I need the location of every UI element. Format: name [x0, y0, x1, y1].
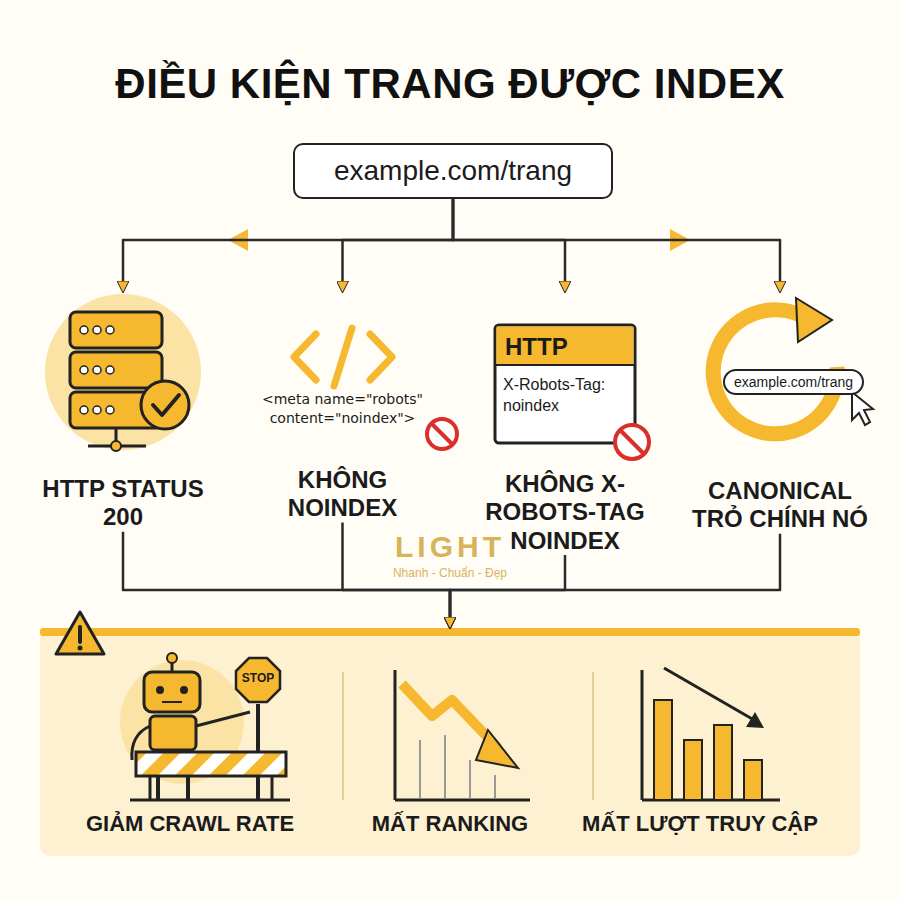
http-window — [495, 325, 635, 443]
impact-panel: GIẢM CRAWL RATEMẤT RANKINGMẤT LƯỢT TRUY … — [40, 628, 860, 856]
stop-sign: STOP — [234, 656, 282, 704]
node-text: MẤT LƯỢT TRUY CẬP — [560, 811, 840, 837]
node-text: HTTP — [495, 325, 635, 365]
prohibited-sign — [615, 425, 649, 459]
condition-item: <meta name="robots" content="noindex"> KH… — [250, 292, 435, 522]
http-header-box: HTTPX-Robots-Tag: noindex — [495, 325, 635, 443]
prohibited-sign — [427, 419, 457, 449]
connector — [123, 199, 453, 291]
connector — [343, 199, 454, 291]
diagram-title: ĐIỀU KIỆN TRANG ĐƯỢC INDEX — [0, 60, 900, 108]
node-text: GIẢM CRAWL RATE — [50, 811, 330, 837]
watermark-text: Nhanh - Chuẩn - Đẹp — [330, 566, 570, 580]
node-text: HTTP STATUS 200 — [38, 475, 208, 532]
connector — [453, 199, 565, 291]
condition-item: HTTP STATUS 200 — [38, 292, 208, 532]
condition-item: KHÔNG X-ROBOTS-TAG NOINDEXHTTPX-Robots-T… — [460, 292, 670, 555]
node-text: example.com/trang — [734, 374, 853, 390]
canonical-url-pill: example.com/trang — [723, 369, 864, 395]
condition-item: CANONICAL TRỎ CHÍNH NÓ example.com/trang — [680, 292, 880, 534]
connector — [453, 199, 780, 291]
traffic-drop-chart — [642, 668, 780, 800]
impact-panel — [40, 628, 860, 856]
ranking-drop-chart — [395, 670, 530, 800]
node-text: X-Robots-Tag: noindex — [495, 365, 635, 417]
node-text: STOP — [234, 671, 282, 685]
warning-sign — [56, 612, 104, 654]
robot-illustration — [120, 653, 290, 800]
code-icon — [294, 328, 392, 386]
node-text: CANONICAL TRỎ CHÍNH NÓ — [680, 477, 880, 534]
node-text: example.com/trang — [307, 155, 599, 187]
node-text: MẤT RANKING — [310, 811, 590, 837]
node-text: KHÔNG NOINDEX — [250, 466, 435, 523]
watermark-text: LIGHT — [330, 530, 570, 564]
server-icon — [45, 294, 201, 451]
url-box: example.com/trang — [293, 143, 613, 199]
node-text: <meta name="robots" content="noindex"> — [250, 390, 435, 428]
canonical-loop — [713, 298, 873, 434]
